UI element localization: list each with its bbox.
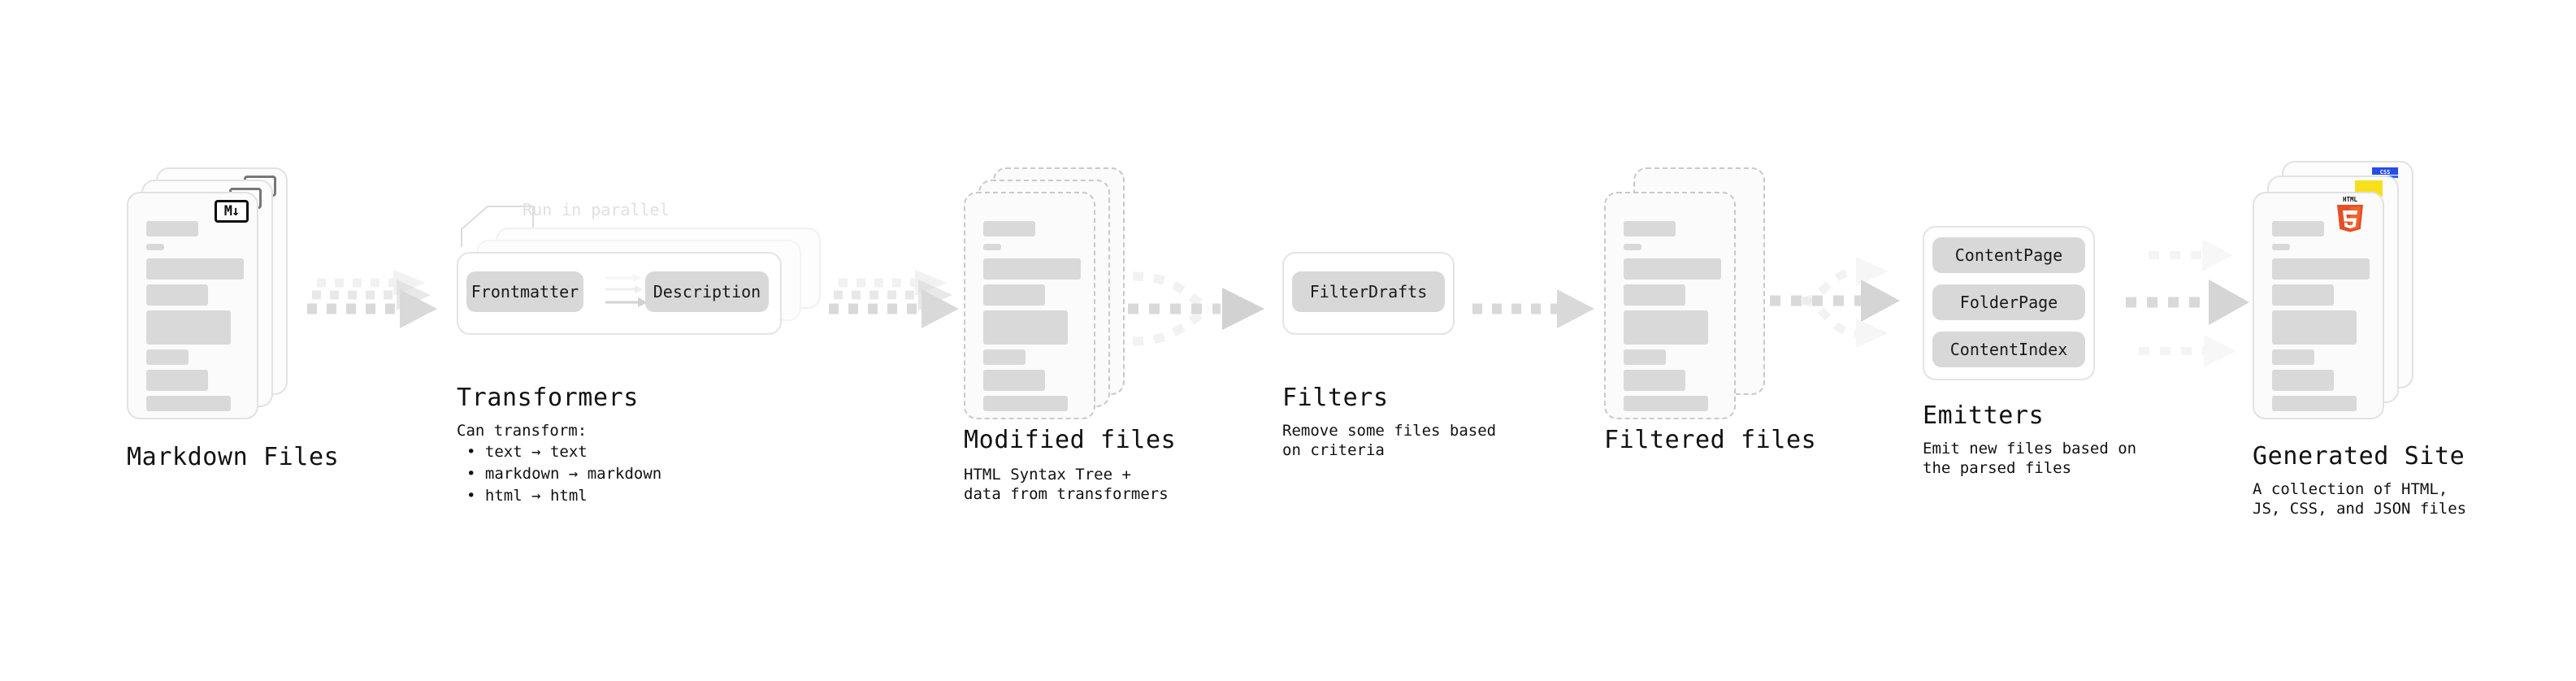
stage-title-generated-site: Generated Site (2253, 442, 2465, 471)
doc-bar (1624, 221, 1676, 236)
transformer-inner-arrows (605, 274, 648, 307)
transformers-bullet-1: • markdown → markdown (466, 465, 662, 483)
arrow-transformers-to-modified (829, 270, 959, 328)
html5-badge: HTML (2337, 196, 2363, 232)
transformers-bullet-0: • text → text (466, 443, 588, 461)
arrow-filters-to-filtered (1472, 289, 1594, 328)
transformer-chip-description[interactable]: Description (645, 271, 769, 312)
doc-bar (2272, 349, 2314, 365)
doc-bar (983, 284, 1045, 306)
doc-bar (146, 221, 198, 236)
emitters-subtitle: Emit new files based on the parsed files (1923, 440, 2137, 477)
doc-bar (146, 244, 164, 250)
transformers-subtitle: Can transform: (457, 422, 588, 440)
doc-bar (983, 258, 1081, 280)
doc-bar (983, 310, 1068, 345)
markdown-file-front (127, 192, 258, 419)
doc-bar (1624, 396, 1708, 411)
doc-bar (2272, 258, 2370, 280)
filter-chip-filterdrafts[interactable]: FilterDrafts (1292, 271, 1445, 312)
emitter-chip-contentindex[interactable]: ContentIndex (1932, 332, 2085, 367)
arrow-markdown-to-transformers (307, 270, 437, 328)
filters-subtitle: Remove some files based on criteria (1282, 422, 1497, 459)
filtered-file-front (1604, 192, 1736, 419)
doc-bar (146, 349, 189, 365)
doc-bar (2272, 370, 2334, 391)
doc-bar (1624, 258, 1721, 280)
doc-bar (983, 244, 1001, 250)
modified-file-front (964, 192, 1095, 419)
run-in-parallel-bracket (461, 206, 534, 247)
arrow-emitters-to-site (2126, 239, 2249, 367)
transformers-bullet-2: • html → html (466, 487, 588, 505)
doc-bar (1624, 244, 1641, 250)
transformer-chip-frontmatter[interactable]: Frontmatter (466, 271, 583, 312)
arrow-modified-to-filters (1128, 271, 1264, 346)
stage-title-modified-files: Modified files (964, 426, 1177, 454)
doc-bar (2272, 396, 2357, 411)
doc-bar (1624, 310, 1708, 345)
doc-bar (983, 221, 1035, 236)
doc-bar (146, 370, 208, 391)
svg-text:HTML: HTML (2343, 196, 2358, 203)
run-in-parallel-label: Run in parallel (523, 200, 670, 219)
doc-bar (2272, 221, 2324, 236)
doc-bar (2272, 310, 2357, 345)
doc-bar (146, 310, 231, 345)
markdown-badge: M↓ (215, 200, 249, 223)
svg-text:CSS: CSS (2380, 169, 2391, 176)
doc-bar (146, 284, 208, 306)
doc-bar (983, 396, 1068, 411)
doc-bar (146, 396, 231, 411)
modified-files-subtitle: HTML Syntax Tree + data from transformer… (964, 466, 1169, 503)
emitter-chip-folderpage[interactable]: FolderPage (1932, 284, 2085, 320)
arrow-filtered-to-emitters (1770, 257, 1900, 348)
stage-title-markdown-files: Markdown Files (127, 443, 340, 471)
doc-bar (1624, 349, 1666, 365)
stage-title-emitters: Emitters (1923, 401, 2045, 430)
doc-bar (983, 349, 1026, 365)
doc-bar (983, 370, 1045, 391)
stage-title-transformers: Transformers (457, 384, 639, 412)
stage-title-filters: Filters (1282, 384, 1389, 412)
generated-file-front (2253, 192, 2384, 419)
stage-title-filtered-files: Filtered files (1604, 426, 1817, 454)
doc-bar (1624, 284, 1685, 306)
generated-site-subtitle: A collection of HTML, JS, CSS, and JSON … (2253, 480, 2467, 518)
doc-bar (2272, 284, 2334, 306)
emitter-chip-contentpage[interactable]: ContentPage (1932, 237, 2085, 273)
doc-bar (146, 258, 244, 280)
doc-bar (1624, 370, 1685, 391)
doc-bar (2272, 244, 2290, 250)
